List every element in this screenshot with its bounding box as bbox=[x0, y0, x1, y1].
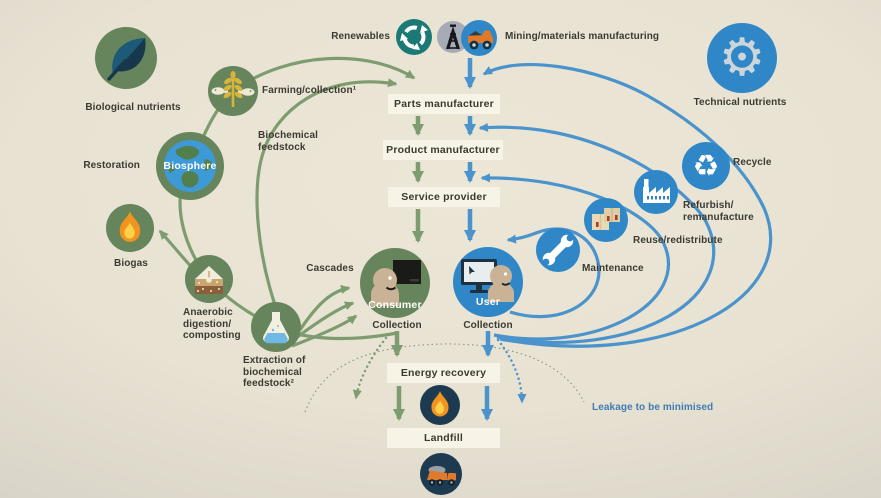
recycling-symbol-icon: ♻ bbox=[692, 149, 720, 183]
label-recycle: Recycle bbox=[733, 157, 772, 168]
refurbish-node bbox=[634, 170, 678, 214]
blue-vertical-arrows bbox=[464, 58, 494, 421]
flask-icon bbox=[263, 312, 289, 344]
circular-arrows-icon bbox=[400, 25, 428, 50]
user-node: User bbox=[453, 247, 523, 317]
extraction-node bbox=[251, 302, 301, 352]
recycle-node: ♻ bbox=[682, 142, 730, 190]
packages-icon bbox=[592, 208, 620, 230]
dump-truck-icon bbox=[427, 466, 456, 486]
box-service-provider: Service provider bbox=[388, 187, 500, 207]
gear-icon: ⚙ bbox=[718, 29, 766, 87]
label-collection-consumer: Collection bbox=[372, 320, 422, 331]
label-biochemical-feedstock: Biochemical feedstock bbox=[258, 130, 319, 153]
wrench-icon bbox=[542, 234, 574, 266]
flame-icon bbox=[431, 391, 449, 417]
reuse-redistribute-node bbox=[584, 198, 628, 242]
anaerobic-digestion-node bbox=[185, 255, 233, 303]
label-mining: Mining/materials manufacturing bbox=[505, 31, 660, 42]
label-extraction: Extraction of biochemical feedstock² bbox=[243, 355, 306, 389]
label-cascades: Cascades bbox=[306, 263, 354, 274]
label-renewables: Renewables bbox=[331, 31, 390, 42]
label-technical-nutrients: Technical nutrients bbox=[693, 97, 787, 108]
compost-icon bbox=[195, 266, 223, 294]
box-energy-recovery: Energy recovery bbox=[387, 363, 500, 383]
biogas-node bbox=[106, 204, 154, 252]
blue-loop-arrows bbox=[478, 63, 772, 348]
leakage-boundary bbox=[304, 343, 585, 413]
label-farming-collection: Farming/collection¹ bbox=[262, 85, 357, 96]
flame-icon bbox=[119, 211, 141, 242]
green-vertical-arrows bbox=[391, 116, 424, 421]
label-restoration: Restoration bbox=[83, 160, 140, 171]
mining-node bbox=[461, 20, 497, 56]
farming-collection-node bbox=[208, 66, 258, 116]
label-anaerobic-digestion: Anaerobic digestion/ composting bbox=[183, 307, 241, 341]
biosphere-node-label: Biosphere bbox=[163, 160, 217, 172]
energy-recovery-node bbox=[420, 385, 460, 425]
technical-nutrients-node: ⚙ bbox=[707, 23, 777, 93]
mining-truck-icon bbox=[468, 30, 493, 50]
consumer-node-label: Consumer bbox=[368, 299, 422, 311]
consumer-node: Consumer bbox=[360, 248, 430, 318]
person-with-monitor-icon bbox=[461, 259, 514, 302]
label-biogas: Biogas bbox=[114, 258, 148, 269]
label-maintenance: Maintenance bbox=[582, 263, 644, 274]
label-leakage: Leakage to be minimised bbox=[592, 402, 714, 413]
box-landfill: Landfill bbox=[387, 428, 500, 448]
factory-icon bbox=[643, 179, 670, 203]
wheat-and-fish-icon bbox=[211, 71, 255, 107]
person-with-tv-icon bbox=[371, 260, 421, 306]
leaf-icon bbox=[107, 38, 146, 81]
oil-derrick-icon bbox=[446, 24, 460, 49]
user-node-label: User bbox=[475, 296, 501, 308]
label-reuse-redistribute: Reuse/redistribute bbox=[633, 235, 723, 246]
biological-nutrients-node bbox=[95, 27, 157, 89]
renewables-node bbox=[396, 19, 432, 55]
label-refurbish: Refurbish/ remanufacture bbox=[683, 200, 754, 223]
biosphere-node: Biosphere bbox=[156, 132, 224, 200]
label-collection-user: Collection bbox=[463, 320, 513, 331]
landfill-node bbox=[420, 453, 462, 495]
globe-icon bbox=[164, 140, 216, 192]
box-product-manufacturer: Product manufacturer bbox=[383, 140, 503, 160]
maintenance-node bbox=[536, 228, 580, 272]
label-biological-nutrients: Biological nutrients bbox=[85, 102, 181, 113]
box-parts-manufacturer: Parts manufacturer bbox=[388, 94, 500, 114]
